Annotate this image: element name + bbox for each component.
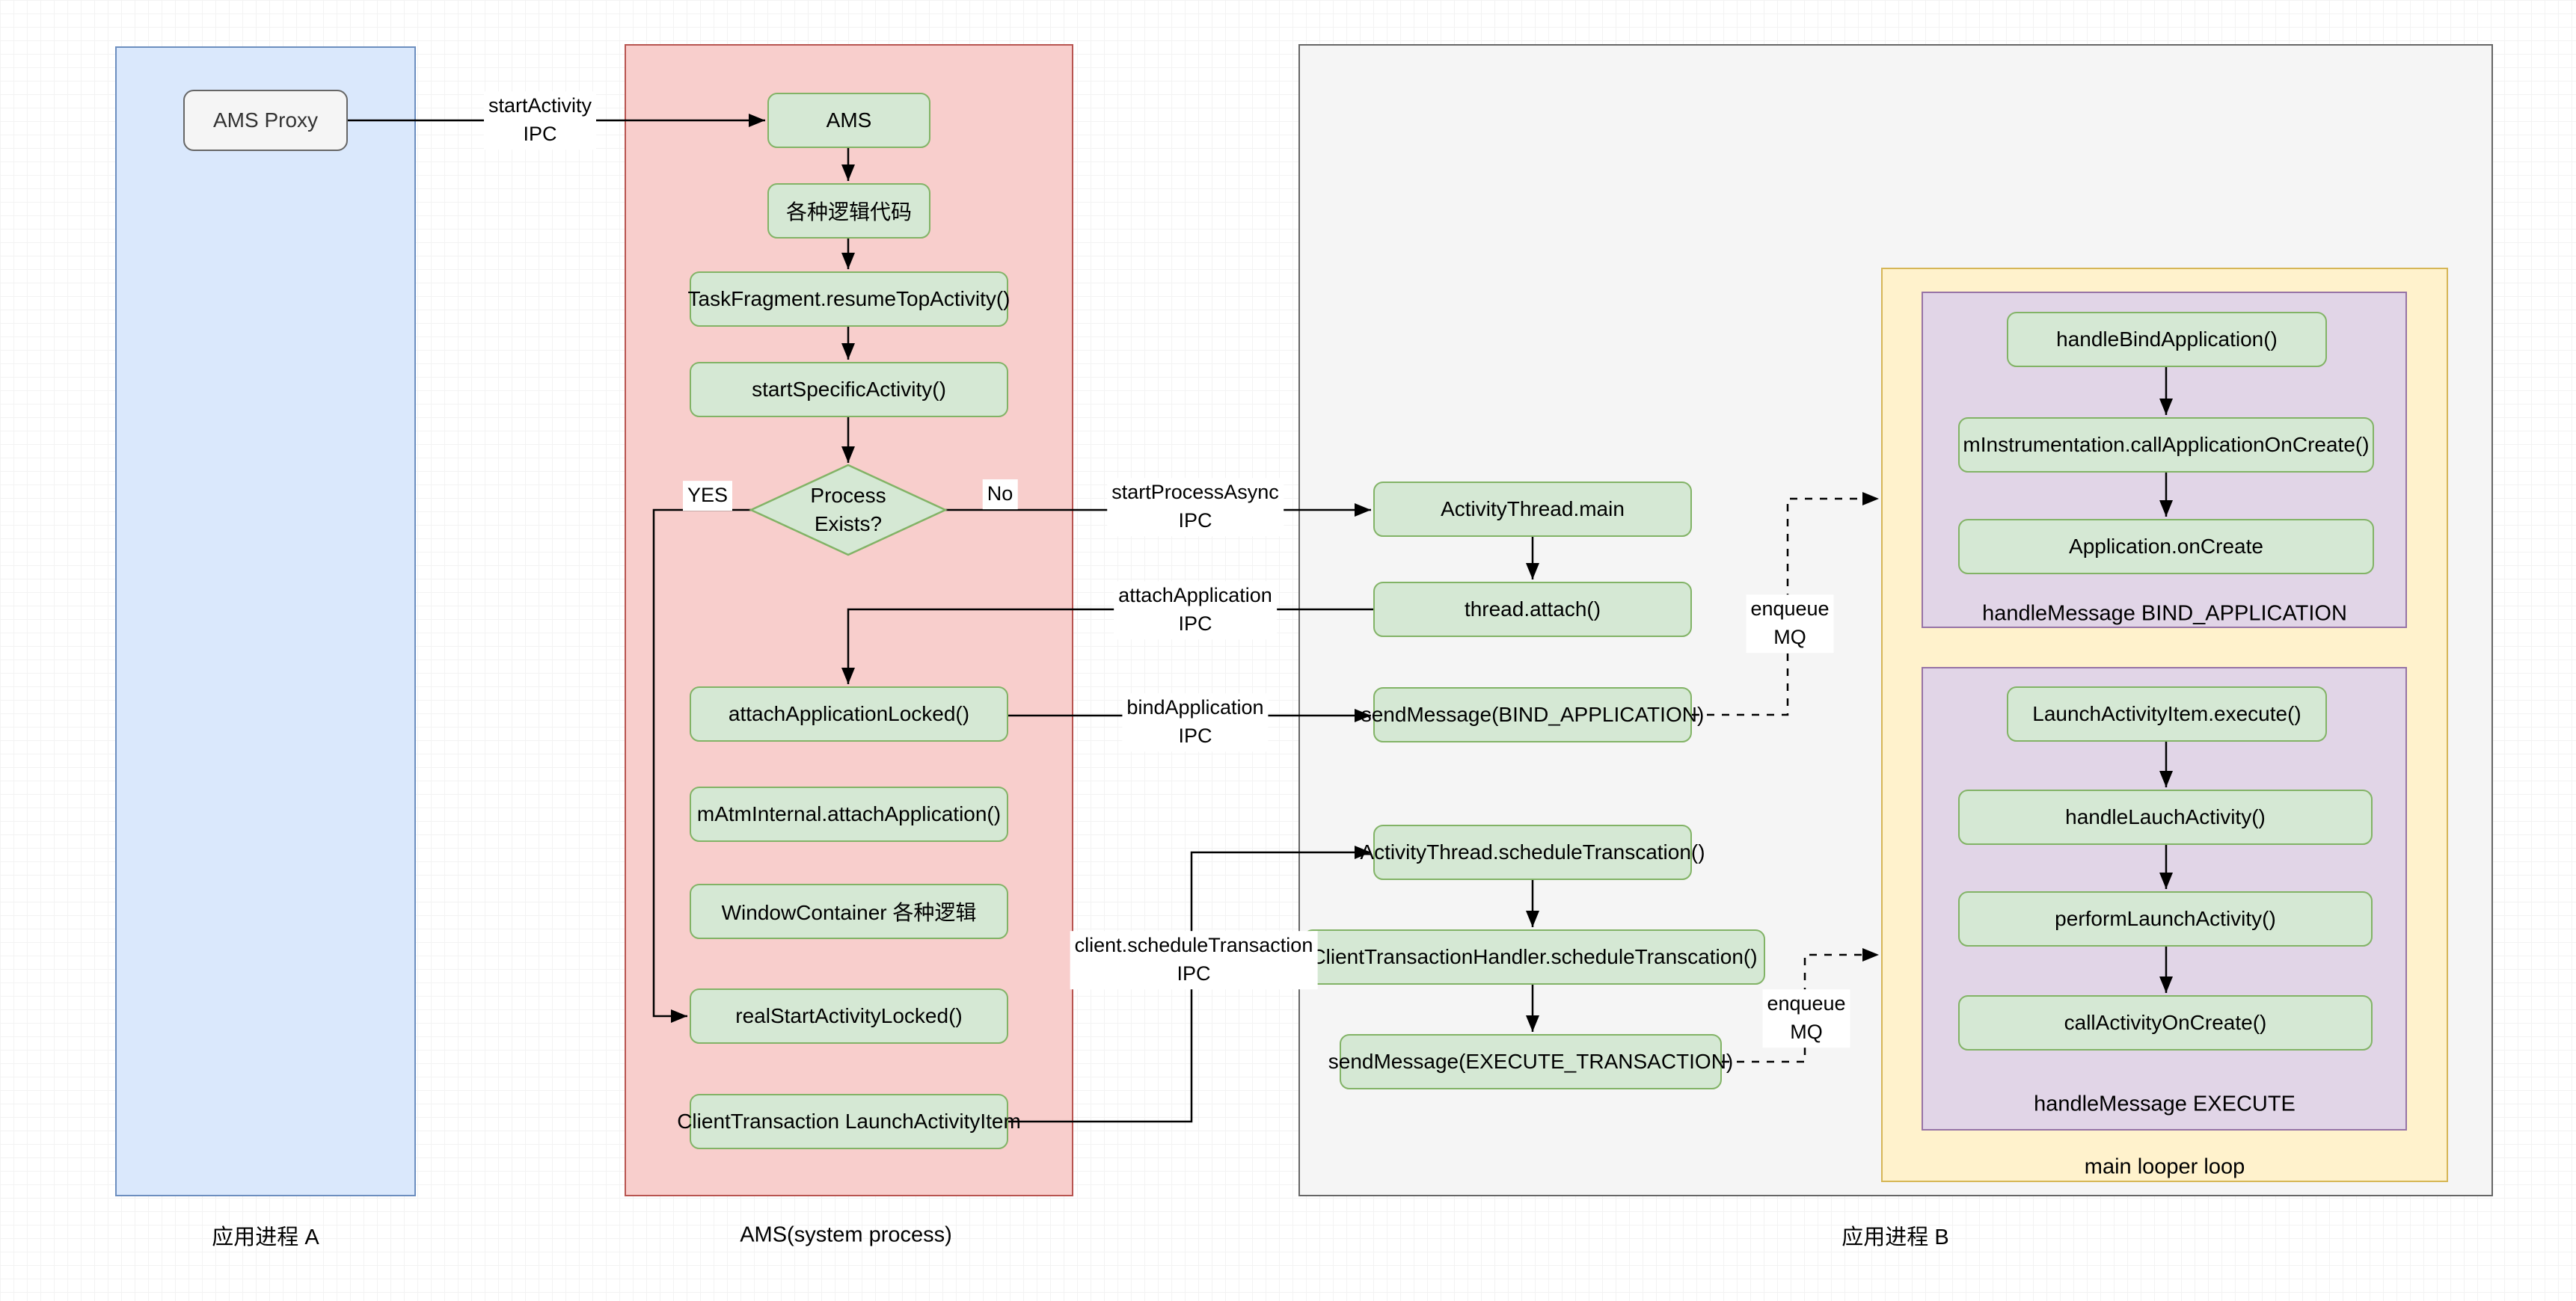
node-label: 各种逻辑代码 [785,200,912,224]
node-client-transaction-item: ClientTransaction LaunchActivityItem [677,1094,1021,1149]
node-label: ClientTransaction LaunchActivityItem [677,1110,1021,1133]
node-resume-top-activity: TaskFragment.resumeTopActivity() [687,271,1011,327]
node-label: TaskFragment.resumeTopActivity() [687,287,1011,310]
edge-label-line: IPC [1178,612,1212,635]
diamond-line2: Exists? [814,512,883,535]
node-instrumentation-call-oncreate: mInstrumentation.callApplicationOnCreate… [1958,417,2374,473]
node-label: attachApplicationLocked() [728,702,970,725]
edge-yes-real-start [652,508,751,1023]
edge-label-line: IPC [1177,962,1211,985]
container-label-main-looper: main looper loop [2084,1154,2245,1179]
node-handle-bind-application: handleBindApplication() [2007,312,2327,367]
node-logic-code: 各种逻辑代码 [767,183,930,239]
container-label-ams-system: AMS(system process) [740,1222,952,1247]
edge-label-line: IPC [1178,509,1212,532]
container-label-handler-execute: handleMessage EXECUTE [2034,1092,2296,1116]
edge-label-line: YES [687,484,729,507]
edge-label-start-activity-ipc: startActivity IPC [483,91,597,150]
edge-label-line: attachApplication [1118,584,1272,607]
edge-label-start-process-async-ipc: startProcessAsync IPC [1107,478,1284,536]
node-handle-lauch-activity: handleLauchActivity() [1958,790,2373,845]
edge-label-line: enqueue [1750,597,1830,621]
edge-label-bind-application-ipc: bindApplication IPC [1122,693,1269,751]
edge-label-line: MQ [1773,626,1806,648]
diamond-line1: Process [810,484,886,508]
edge-label-line: IPC [1178,725,1212,747]
node-label: mAtmInternal.attachApplication() [696,802,1002,825]
container-process-a [115,46,416,1196]
node-label: realStartActivityLocked() [735,1004,963,1027]
edge-label-line: bindApplication [1126,696,1264,719]
node-atm-attach-application: mAtmInternal.attachApplication() [690,787,1008,842]
edge-label-attach-application-ipc: attachApplication IPC [1114,581,1277,639]
node-call-activity-oncreate: callActivityOnCreate() [1958,995,2373,1051]
node-window-container-logic: WindowContainer 各种逻辑 [690,884,1008,939]
node-label: ClientTransactionHandler.scheduleTransca… [1310,945,1758,968]
edge-label-line: IPC [523,123,557,145]
edge-label-yes: YES [682,481,733,511]
node-launch-activity-item-execute: LaunchActivityItem.execute() [2007,686,2327,742]
container-label-process-b: 应用进程 B [1841,1225,1949,1249]
container-label-handler-bind: handleMessage BIND_APPLICATION [1982,601,2347,626]
edge-attach-application [841,608,1373,684]
node-label: sendMessage(EXECUTE_TRANSACTION) [1328,1050,1734,1073]
node-label: handleLauchActivity() [2065,805,2266,828]
edge-label-line: No [987,482,1013,505]
node-activity-thread-main: ActivityThread.main [1373,482,1692,537]
node-send-message-bind: sendMessage(BIND_APPLICATION) [1361,687,1704,742]
node-real-start-activity-locked: realStartActivityLocked() [690,988,1008,1044]
node-label: AMS [826,108,872,132]
node-label: startSpecificActivity() [752,378,946,401]
node-start-specific-activity: startSpecificActivity() [690,362,1008,417]
node-label: callActivityOnCreate() [2064,1011,2267,1034]
node-label: ActivityThread.scheduleTranscation() [1360,840,1705,864]
node-cth-schedule: ClientTransactionHandler.scheduleTransca… [1303,929,1765,985]
node-ams-proxy: AMS Proxy [183,90,348,151]
node-label: thread.attach() [1464,597,1601,621]
edge-label-line: startProcessAsync [1111,481,1279,504]
node-activity-thread-schedule: ActivityThread.scheduleTranscation() [1360,825,1705,880]
edge-label-no: No [982,479,1018,509]
edge-label-line: MQ [1790,1021,1823,1043]
node-perform-launch-activity: performLaunchActivity() [1958,891,2373,947]
container-label-process-a: 应用进程 A [212,1225,319,1249]
node-thread-attach: thread.attach() [1373,582,1692,637]
node-label: sendMessage(BIND_APPLICATION) [1361,703,1705,726]
node-label: handleBindApplication() [2056,327,2278,351]
node-ams: AMS [767,93,930,148]
node-label: AMS Proxy [212,108,319,132]
node-attach-application-locked: attachApplicationLocked() [690,686,1008,742]
node-label: mInstrumentation.callApplicationOnCreate… [1963,433,2370,456]
node-label: ActivityThread.main [1441,497,1625,520]
edge-label-enqueue-mq-top: enqueue MQ [1746,594,1834,653]
edge-label-line: enqueue [1767,992,1846,1015]
process-exists-diamond [749,464,948,556]
node-process-exists-label: Process Exists? [810,482,886,538]
node-label: performLaunchActivity() [2055,907,2276,930]
node-send-message-execute: sendMessage(EXECUTE_TRANSACTION) [1328,1034,1733,1089]
edge-label-line: client.scheduleTransaction [1074,934,1313,957]
node-label: LaunchActivityItem.execute() [2032,702,2301,725]
node-label: WindowContainer 各种逻辑 [721,901,977,924]
node-application-oncreate: Application.onCreate [1958,519,2374,574]
edge-label-enqueue-mq-bottom: enqueue MQ [1762,989,1850,1048]
node-label: Application.onCreate [2069,535,2263,558]
edge-label-client-schedule-ipc: client.scheduleTransaction IPC [1070,931,1318,989]
edge-enqueue-mq-top [1692,492,1879,716]
edge-label-line: startActivity [488,94,592,117]
